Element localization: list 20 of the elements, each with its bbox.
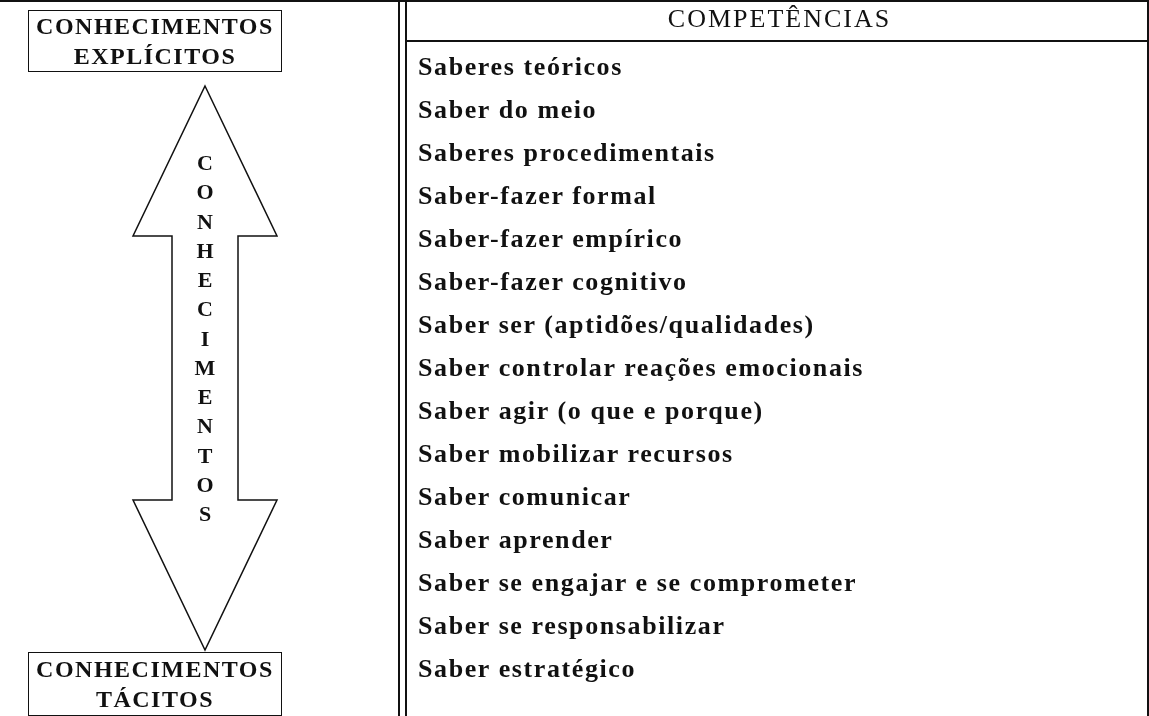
knowledge-box: CONHECIMENTOS EXPLÍCITOS	[28, 10, 282, 72]
column-header: COMPETÊNCIAS	[666, 4, 893, 34]
competence-item: Saber-fazer cognitivo	[418, 267, 688, 297]
competence-item: Saber controlar reações emocionais	[418, 353, 865, 383]
competence-item: Saber-fazer formal	[418, 181, 657, 211]
edge-label: CONHECIMENTOS	[194, 149, 216, 528]
double-block-arrow	[131, 84, 279, 652]
competence-item: Saberes teóricos	[418, 52, 623, 82]
competence-item: Saber se engajar e se comprometer	[418, 568, 858, 598]
competence-item: Saber mobilizar recursos	[418, 439, 734, 469]
knowledge-box: CONHECIMENTOS TÁCITOS	[28, 652, 282, 716]
competence-item: Saber comunicar	[418, 482, 632, 512]
competence-item: Saber do meio	[418, 95, 598, 125]
competence-item: Saber ser (aptidões/qualidades)	[418, 310, 815, 340]
competence-item: Saberes procedimentais	[418, 138, 716, 168]
competence-item: Saber aprender	[418, 525, 614, 555]
competence-item: Saber agir (o que e porque)	[418, 396, 764, 426]
competence-item: Saber estratégico	[418, 654, 637, 684]
competence-item: Saber-fazer empírico	[418, 224, 684, 254]
competence-item: Saber se responsabilizar	[418, 611, 726, 641]
